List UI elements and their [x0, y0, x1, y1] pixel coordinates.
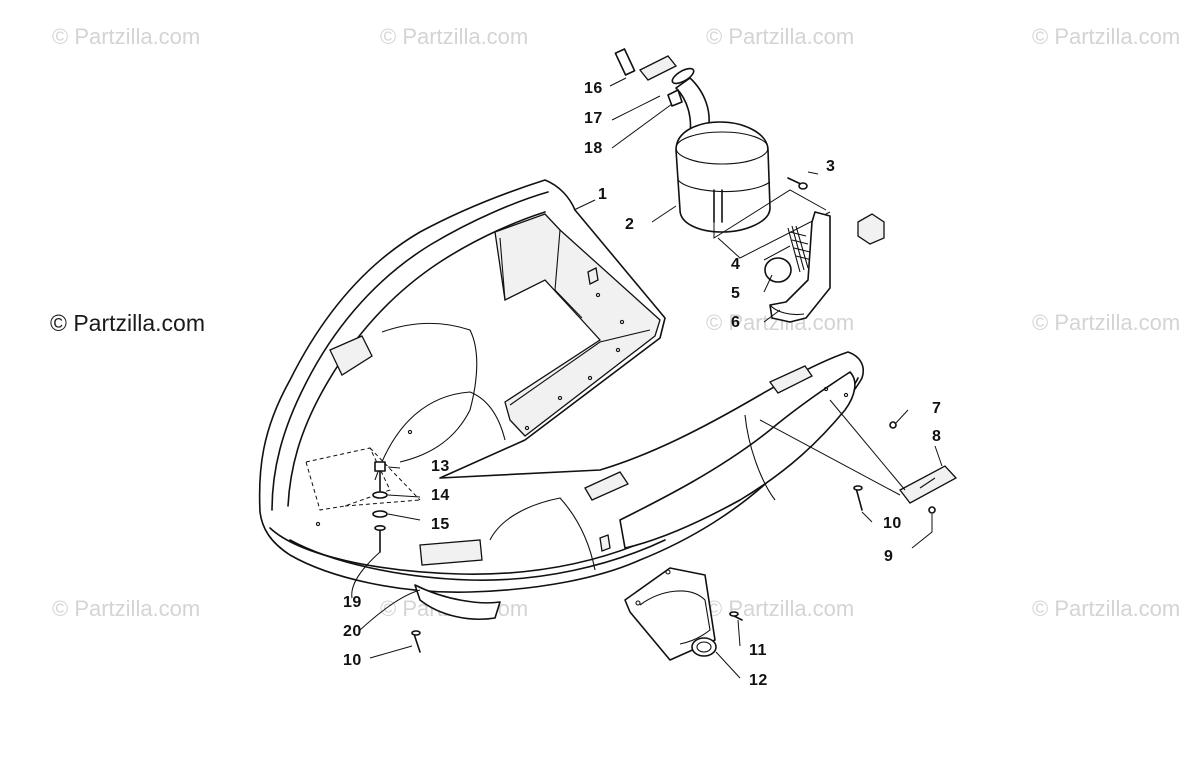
- callout-16: 16: [584, 80, 603, 97]
- watermark: © Partzilla.com: [52, 24, 201, 49]
- watermark: © Partzilla.com: [1032, 310, 1181, 335]
- bolt-stack: [372, 461, 388, 553]
- air-duct: [624, 567, 717, 661]
- callout-12: 12: [749, 672, 768, 689]
- callout-13: 13: [431, 458, 450, 475]
- mounting-bracket-outline: [305, 447, 421, 511]
- callout-7: 7: [932, 400, 942, 417]
- watermark: © Partzilla.com: [380, 24, 529, 49]
- hanger-bracket: [764, 211, 885, 323]
- callout-18: 18: [584, 140, 603, 157]
- callout-9: 9: [884, 548, 894, 565]
- watermark: © Partzilla.com: [1032, 24, 1181, 49]
- callout-8: 8: [932, 428, 942, 445]
- callout-17: 17: [584, 110, 603, 127]
- callout-15: 15: [431, 516, 450, 533]
- watermark: © Partzilla.com: [706, 24, 855, 49]
- callout-19: 19: [343, 594, 362, 611]
- reflector-plate: [899, 465, 958, 504]
- callout-1: 1: [598, 186, 608, 203]
- watermark: © Partzilla.com: [52, 596, 201, 621]
- callout-10: 10: [343, 652, 362, 669]
- muffler: [614, 48, 831, 259]
- watermark: © Partzilla.com: [1032, 596, 1181, 621]
- small-fasteners: [411, 399, 936, 653]
- callout-14: 14: [431, 487, 450, 504]
- callout-2: 2: [625, 216, 635, 233]
- callout-11: 11: [749, 642, 767, 659]
- callout-6: 6: [731, 314, 741, 331]
- watermark-prominent: © Partzilla.com: [50, 310, 205, 336]
- leader-lines: [351, 77, 943, 679]
- callout-4: 4: [731, 256, 741, 273]
- callout-20: 20: [343, 623, 362, 640]
- callout-5: 5: [731, 285, 741, 302]
- callout-10: 10: [883, 515, 902, 532]
- callout-3: 3: [826, 158, 836, 175]
- watermark: © Partzilla.com: [706, 596, 855, 621]
- belly-pan-part: [258, 179, 864, 620]
